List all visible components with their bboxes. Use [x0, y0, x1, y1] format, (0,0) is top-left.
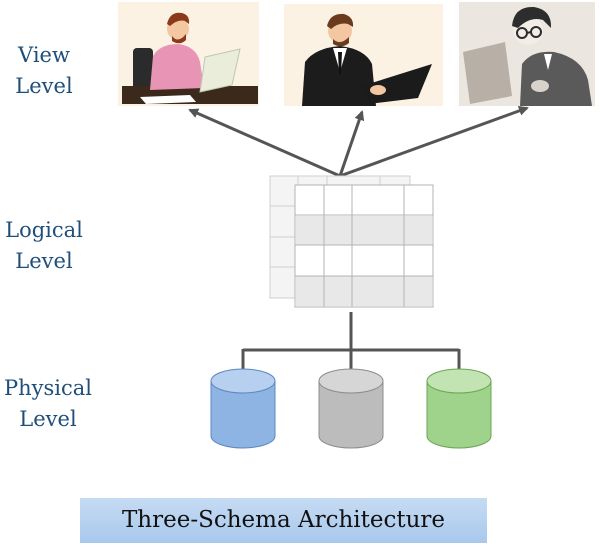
blue-database-icon [210, 368, 276, 449]
logical-level-label: Logical Level [5, 218, 83, 273]
view-level-label: View Level [15, 43, 73, 98]
physical-connector [241, 312, 461, 370]
front-table [294, 184, 434, 308]
gray-database-icon [318, 368, 384, 449]
physical-level-label: Physical Level [3, 376, 92, 431]
logical-table-stack [269, 175, 434, 308]
arrow-to-user-1 [188, 108, 341, 178]
user-panel-1 [118, 2, 259, 106]
user-business-laptop-icon [302, 13, 432, 106]
green-database-icon [426, 368, 492, 449]
user-casual-laptop-icon [122, 12, 258, 104]
arrow-to-user-2 [338, 110, 365, 177]
user-glasses-laptop-icon [463, 6, 592, 106]
view-arrows [188, 106, 529, 178]
diagram-caption: Three-Schema Architecture [80, 498, 487, 543]
user-panel-2 [284, 4, 443, 106]
user-panel-3 [459, 2, 595, 106]
arrow-to-user-3 [339, 106, 529, 178]
